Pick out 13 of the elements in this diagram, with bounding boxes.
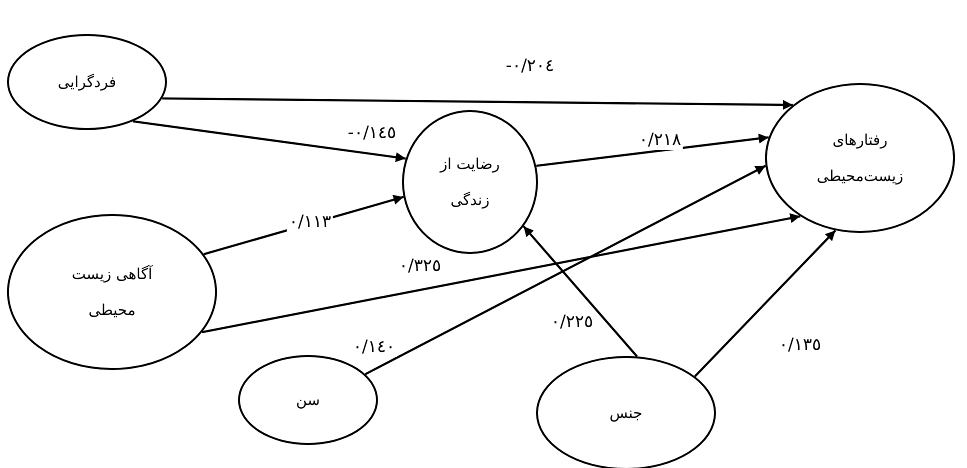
variable-label: فردگرایی xyxy=(56,72,118,93)
arrow xyxy=(536,134,769,167)
variable-label: سن xyxy=(295,390,321,411)
arrow xyxy=(162,97,793,110)
variable-label: جنس xyxy=(608,403,644,424)
variable-label: رفتارهای زیست‌محیطی xyxy=(816,130,904,187)
variable-label: آگاهی زیست محیطی xyxy=(70,264,154,321)
arrow xyxy=(694,230,836,378)
arrow xyxy=(522,226,638,358)
arrow xyxy=(364,164,766,376)
variable-label: رضایت از زندگی xyxy=(438,154,501,211)
arrow xyxy=(132,120,406,162)
path-coefficient: ٠/١١٣ xyxy=(286,212,334,232)
